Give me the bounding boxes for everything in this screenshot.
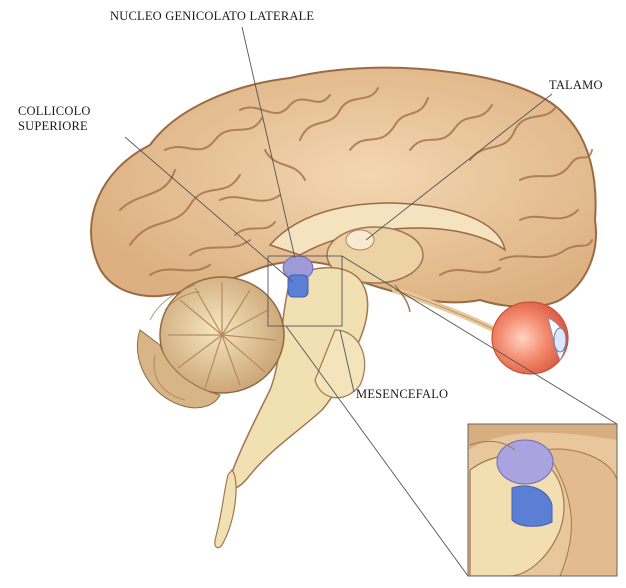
eye — [492, 302, 568, 374]
label-collicolo-line1: COLLICOLO — [18, 104, 91, 119]
label-mesencefalo: MESENCEFALO — [356, 387, 448, 402]
magnified-inset — [468, 424, 617, 576]
label-collicolo-superiore: COLLICOLO SUPERIORE — [18, 104, 91, 134]
label-collicolo-line2: SUPERIORE — [18, 119, 91, 134]
superior-colliculus-highlight — [288, 275, 308, 297]
label-talamo: TALAMO — [549, 78, 603, 93]
label-nucleo-genicolato-laterale: NUCLEO GENICOLATO LATERALE — [110, 9, 314, 24]
